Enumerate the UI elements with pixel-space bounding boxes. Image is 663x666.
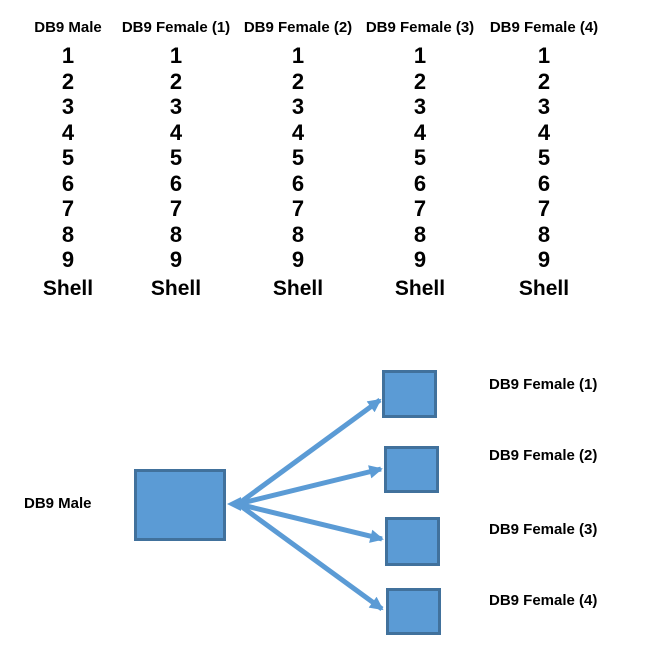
db9-female-4-box bbox=[386, 588, 441, 635]
db9-female-2-label: DB9 Female (2) bbox=[489, 447, 598, 464]
pin-cell: 8 bbox=[413, 221, 427, 247]
pin-cell: 5 bbox=[291, 145, 305, 170]
pin-cell: 8 bbox=[291, 221, 305, 247]
pin-cell: 4 bbox=[169, 119, 183, 145]
pin-cell: 3 bbox=[537, 94, 551, 119]
pin-cell: 7 bbox=[413, 196, 427, 221]
pin-cell: 1 bbox=[291, 43, 305, 68]
pin-cell: 4 bbox=[537, 119, 551, 145]
pin-column-db9-male: DB9 Male 1 2 3 4 5 6 7 8 9 Shell bbox=[8, 17, 128, 301]
pin-cell-shell: Shell bbox=[518, 276, 570, 300]
pin-cell: 1 bbox=[537, 43, 551, 68]
pin-cell: 2 bbox=[537, 68, 551, 94]
column-header: DB9 Female (3) bbox=[365, 19, 475, 36]
pin-cell: 8 bbox=[537, 221, 551, 247]
column-header: DB9 Female (2) bbox=[243, 19, 353, 36]
pin-cells: 1 2 3 4 5 6 7 8 9 Shell bbox=[238, 43, 358, 301]
pin-cell: 5 bbox=[537, 145, 551, 170]
pin-cells: 1 2 3 4 5 6 7 8 9 Shell bbox=[484, 43, 604, 301]
pin-cell: 3 bbox=[61, 94, 75, 119]
pin-cell-shell: Shell bbox=[42, 276, 94, 300]
pin-cell: 7 bbox=[169, 196, 183, 221]
pin-cell: 6 bbox=[413, 170, 427, 196]
pin-cell: 3 bbox=[169, 94, 183, 119]
pin-cell: 7 bbox=[537, 196, 551, 221]
pin-column-db9-female-4: DB9 Female (4) 1 2 3 4 5 6 7 8 9 Shell bbox=[484, 17, 604, 301]
arrowhead-into-male bbox=[227, 497, 241, 511]
pin-cell: 6 bbox=[169, 170, 183, 196]
pin-cell: 4 bbox=[413, 119, 427, 145]
pin-cell: 2 bbox=[169, 68, 183, 94]
pin-cell: 8 bbox=[61, 221, 75, 247]
column-header: DB9 Female (1) bbox=[121, 19, 231, 36]
pin-cell: 5 bbox=[169, 145, 183, 170]
pin-cell: 9 bbox=[413, 247, 427, 272]
pin-cells: 1 2 3 4 5 6 7 8 9 Shell bbox=[8, 43, 128, 301]
pin-column-db9-female-3: DB9 Female (3) 1 2 3 4 5 6 7 8 9 Shell bbox=[360, 17, 480, 301]
pin-cell-shell: Shell bbox=[150, 276, 202, 300]
column-header: DB9 Male bbox=[34, 19, 102, 36]
pin-cell: 8 bbox=[169, 221, 183, 247]
pin-cell: 9 bbox=[169, 247, 183, 272]
db9-female-2-box bbox=[384, 446, 439, 493]
pin-cell: 5 bbox=[413, 145, 427, 170]
pin-cell: 9 bbox=[291, 247, 305, 272]
pin-cell-shell: Shell bbox=[272, 276, 324, 300]
db9-male-box bbox=[134, 469, 226, 541]
pin-cell: 7 bbox=[291, 196, 305, 221]
pin-cell: 3 bbox=[291, 94, 305, 119]
db9-female-3-label: DB9 Female (3) bbox=[489, 521, 598, 538]
db9-female-4-label: DB9 Female (4) bbox=[489, 592, 598, 609]
pin-cells: 1 2 3 4 5 6 7 8 9 Shell bbox=[116, 43, 236, 301]
pin-cell: 4 bbox=[61, 119, 75, 145]
db9-male-label: DB9 Male bbox=[24, 495, 92, 512]
pin-cell: 6 bbox=[291, 170, 305, 196]
db9-female-1-box bbox=[382, 370, 437, 418]
pin-cell: 1 bbox=[61, 43, 75, 68]
pin-cell: 3 bbox=[413, 94, 427, 119]
pin-column-db9-female-1: DB9 Female (1) 1 2 3 4 5 6 7 8 9 Shell bbox=[116, 17, 236, 301]
pin-cell: 1 bbox=[169, 43, 183, 68]
column-header: DB9 Female (4) bbox=[489, 19, 599, 36]
pin-cell: 5 bbox=[61, 145, 75, 170]
arrow-male-to-female-2 bbox=[237, 465, 383, 507]
pin-cell: 4 bbox=[291, 119, 305, 145]
arrow-male-to-female-3 bbox=[237, 501, 384, 543]
pin-cell: 1 bbox=[413, 43, 427, 68]
arrow-male-to-female-4 bbox=[236, 501, 384, 612]
pin-cell: 6 bbox=[537, 170, 551, 196]
db9-female-1-label: DB9 Female (1) bbox=[489, 376, 598, 393]
pin-cell: 9 bbox=[61, 247, 75, 272]
pin-cell: 9 bbox=[537, 247, 551, 272]
db9-female-3-box bbox=[385, 517, 440, 566]
pin-cell: 2 bbox=[413, 68, 427, 94]
pin-cell: 2 bbox=[61, 68, 75, 94]
arrow-male-to-female-1 bbox=[236, 397, 382, 507]
pin-cell: 7 bbox=[61, 196, 75, 221]
pin-cell: 2 bbox=[291, 68, 305, 94]
pin-cell-shell: Shell bbox=[394, 276, 446, 300]
pin-column-db9-female-2: DB9 Female (2) 1 2 3 4 5 6 7 8 9 Shell bbox=[238, 17, 358, 301]
pin-cells: 1 2 3 4 5 6 7 8 9 Shell bbox=[360, 43, 480, 301]
pin-cell: 6 bbox=[61, 170, 75, 196]
